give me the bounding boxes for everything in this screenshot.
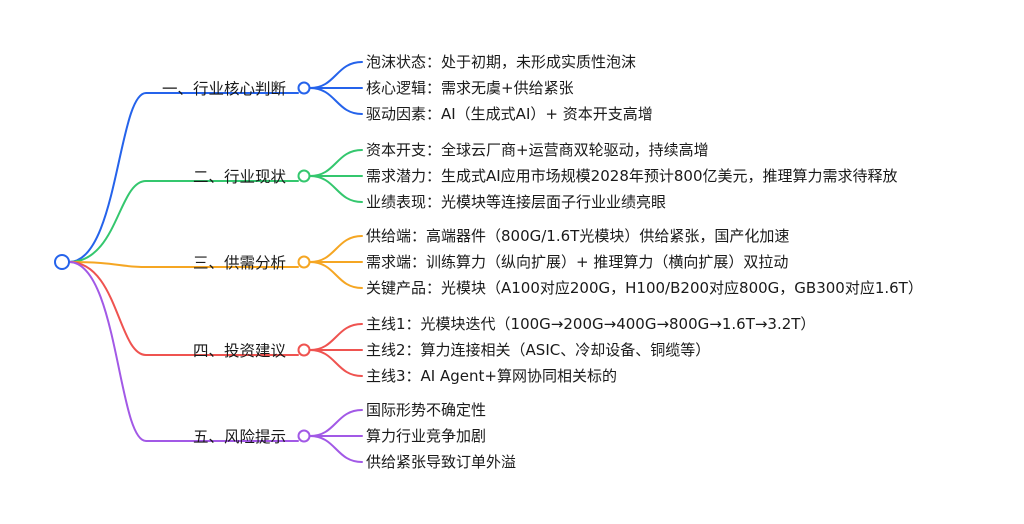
mindmap-edges xyxy=(68,61,363,463)
root-to-branch-5-edge xyxy=(68,261,299,442)
branch-4-leaf-1-label: 主线1：光模块迭代（100G→200G→400G→800G→1.6T→3.2T） xyxy=(366,315,815,333)
branch-4-node xyxy=(297,343,311,357)
branch-1-leaf-1-edge xyxy=(309,61,363,89)
branch-2-leaf-3-edge xyxy=(309,175,363,203)
branch-3-leaf-1-label: 供给端：高端器件（800G/1.6T光模块）供给紧张，国产化加速 xyxy=(366,227,789,245)
root-to-branch-3-edge xyxy=(68,261,299,268)
mindmap-nodes: 泡沫状态：处于初期，未形成实质性泡沫核心逻辑：需求无虞+供给紧张驱动因素：AI（… xyxy=(54,53,923,471)
branch-2-leaf-1-edge xyxy=(309,149,363,177)
branch-2-leaf-2-label: 需求潜力：生成式AI应用市场规模2028年预计800亿美元，推理算力需求待释放 xyxy=(366,167,898,185)
branch-1-leaf-3-edge xyxy=(309,87,363,115)
branch-4-leaf-3-edge xyxy=(309,349,363,377)
branch-4-leaf-2-label: 主线2：算力连接相关（ASIC、冷却设备、铜缆等） xyxy=(366,341,710,359)
branch-3-label: 三、供需分析 xyxy=(193,254,286,272)
root-to-branch-2-edge xyxy=(68,180,299,263)
branch-5-leaf-3-edge xyxy=(309,435,363,463)
branch-5-node xyxy=(297,429,311,443)
branch-3-leaf-2-label: 需求端：训练算力（纵向扩展）+ 推理算力（横向扩展）双拉动 xyxy=(366,253,788,271)
branch-4-label: 四、投资建议 xyxy=(193,342,287,360)
branch-4-leaf-3-label: 主线3：AI Agent+算网协同相关标的 xyxy=(366,367,617,385)
branch-1-leaf-1-label: 泡沫状态：处于初期，未形成实质性泡沫 xyxy=(366,53,636,71)
branch-1-leaf-2-label: 核心逻辑：需求无虞+供给紧张 xyxy=(366,79,574,97)
root-to-branch-4-edge xyxy=(68,261,299,356)
branch-2-leaf-1-label: 资本开支：全球云厂商+运营商双轮驱动，持续高增 xyxy=(366,141,709,159)
branch-1-node xyxy=(297,81,311,95)
branch-5-leaf-3-label: 供给紧张导致订单外溢 xyxy=(366,453,516,471)
branch-5-leaf-2-label: 算力行业竞争加剧 xyxy=(366,427,486,445)
branch-3-node xyxy=(297,255,311,269)
branch-5-label: 五、风险提示 xyxy=(193,428,286,446)
root-node xyxy=(54,254,70,270)
branch-2-node xyxy=(297,169,311,183)
branch-5-leaf-1-label: 国际形势不确定性 xyxy=(366,401,486,419)
branch-2-label: 二、行业现状 xyxy=(193,168,287,186)
branch-5-leaf-1-edge xyxy=(309,409,363,437)
branch-3-leaf-1-edge xyxy=(309,235,363,263)
branch-3-leaf-3-label: 关键产品：光模块（A100对应200G，H100/B200对应800G，GB30… xyxy=(366,279,923,297)
branch-3-leaf-3-edge xyxy=(309,261,363,289)
branch-1-leaf-3-label: 驱动因素：AI（生成式AI）+ 资本开支高增 xyxy=(366,105,653,123)
branch-2-leaf-3-label: 业绩表现：光模块等连接层面子行业业绩亮眼 xyxy=(366,193,666,211)
branch-4-leaf-1-edge xyxy=(309,323,363,351)
branch-1-label: 一、行业核心判断 xyxy=(162,80,286,98)
root-to-branch-1-edge xyxy=(68,92,299,263)
